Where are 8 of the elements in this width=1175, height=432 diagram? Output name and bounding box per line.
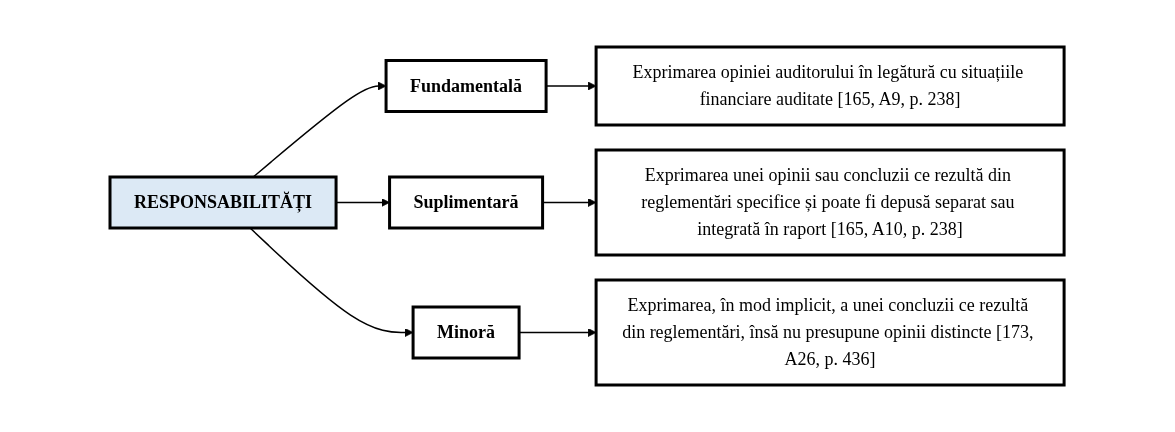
node-box: Exprimarea opiniei auditorului în legătură cu situațiile financiare auditate [165, A9, p. 238]: [595, 45, 1067, 127]
node-box: Exprimarea unei opinii sau concluzii ce rezultă din reglementări specifice și poate fi depusă separat sau integrată în raport [165, A10, p. 238]: [595, 148, 1067, 257]
node-box: Minoră: [412, 305, 522, 360]
node-box: Exprimarea, în mod implicit, a unei concluzii ce rezultă din reglementări, însă nu presupune opinii distincte [173, A26, p. 436]: [595, 278, 1067, 387]
arrow: [252, 81, 387, 178]
node-box: RESPONSABILITĂȚI: [108, 175, 338, 230]
node-box: Suplimentară: [388, 175, 545, 230]
node-box: Fundamentală: [385, 59, 549, 113]
